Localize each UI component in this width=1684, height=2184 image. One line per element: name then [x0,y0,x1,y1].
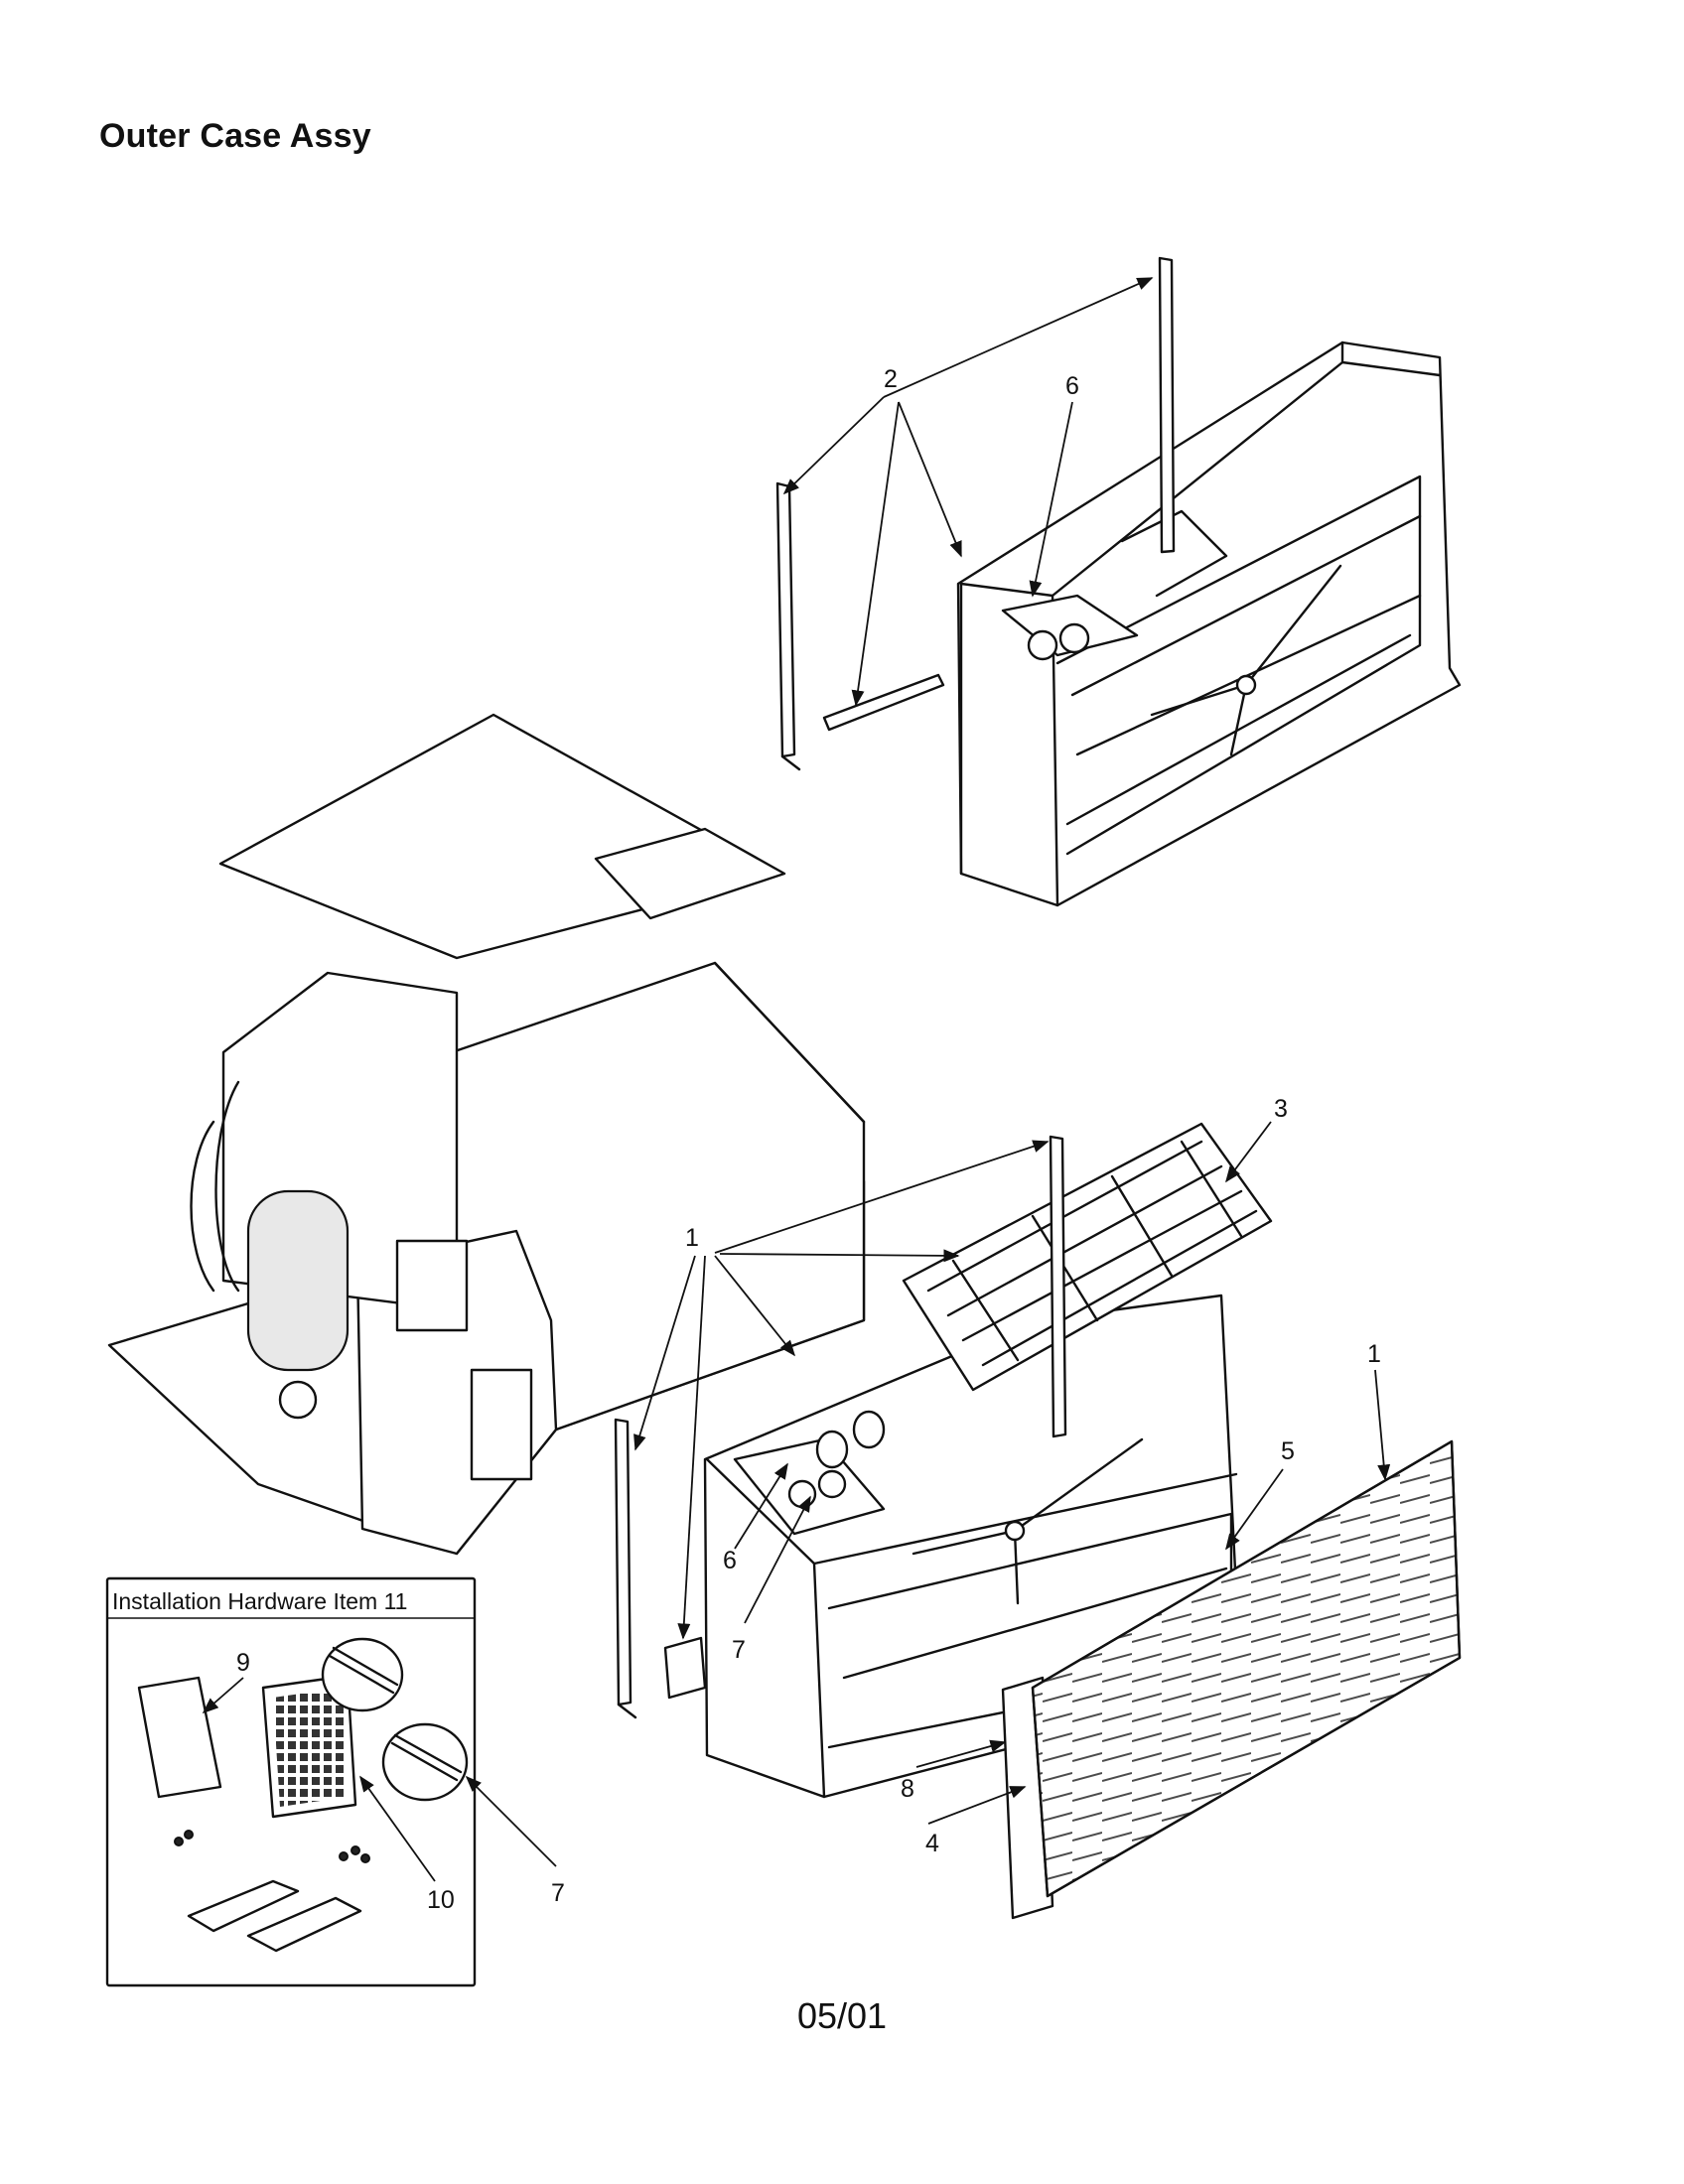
callout-3: 3 [1274,1095,1288,1123]
callout-1-rails: 1 [685,1224,699,1252]
callout-10: 10 [427,1886,455,1914]
page-title: Outer Case Assy [99,117,371,155]
top-discharge-grille [902,1122,1273,1392]
upper-side-rails [775,256,1176,771]
chassis-top-cover [218,713,786,960]
leader-lines [202,277,1391,1882]
callout-6-lower: 6 [723,1547,737,1574]
callout-9: 9 [236,1649,250,1677]
callout-8: 8 [901,1775,914,1803]
lower-side-rails [614,1135,1067,1719]
callout-7-inset: 7 [551,1879,565,1907]
page-code: 05/01 [796,1995,888,2036]
inset-title: Installation Hardware Item 11 [112,1588,408,1614]
callout-4: 4 [925,1830,939,1857]
upper-wall-sleeve [956,341,1462,907]
callout-5: 5 [1281,1437,1295,1465]
callout-1-front-panel: 1 [1367,1340,1381,1368]
installation-hardware-inset [105,1576,477,1987]
callout-2: 2 [884,365,898,393]
front-louvered-panel [1001,1439,1462,1920]
callout-6-upper: 6 [1065,372,1079,400]
callout-7-lower: 7 [732,1636,746,1664]
